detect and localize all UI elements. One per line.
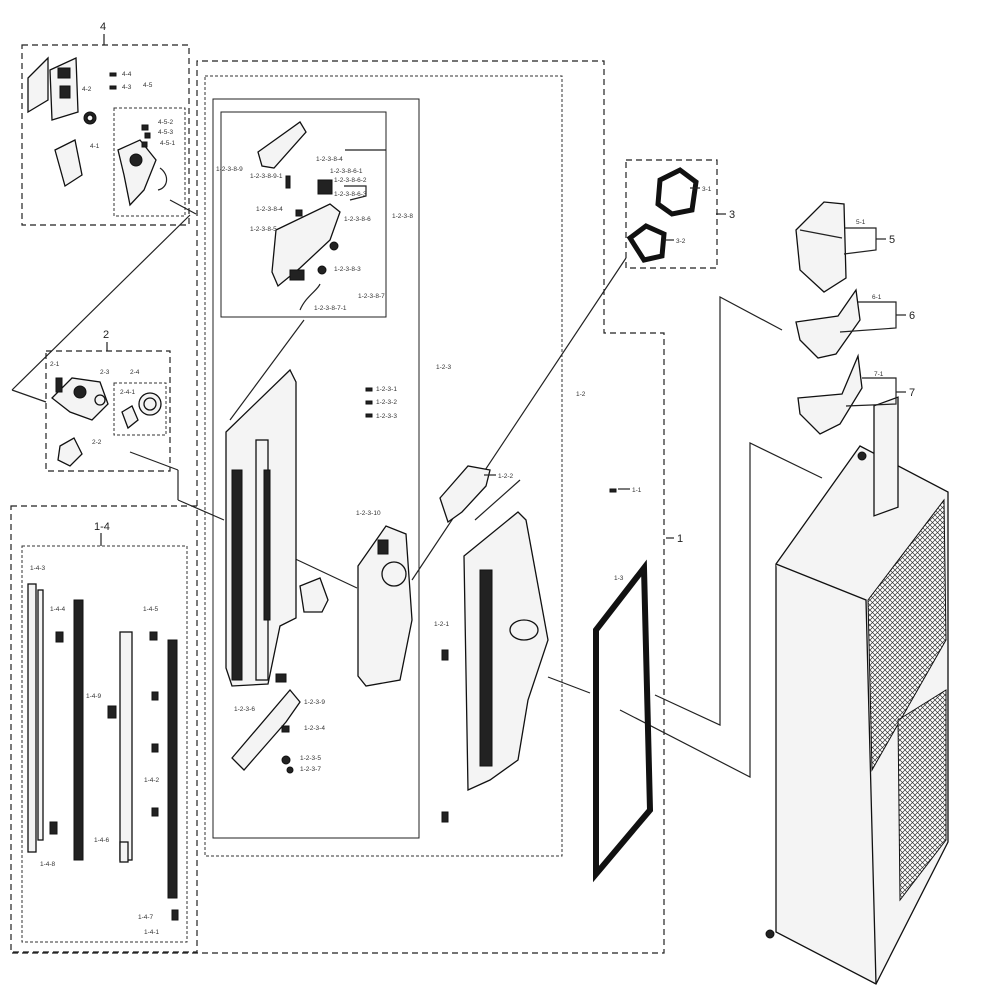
label-1-4-7: 1-4-7 xyxy=(138,914,154,921)
label-1-2-3-1: 1-2-3-1 xyxy=(376,386,397,393)
label-1-2-3-7: 1-2-3-7 xyxy=(300,766,321,773)
label-1-4-8: 1-4-8 xyxy=(40,861,56,868)
group-1-4-box xyxy=(10,505,198,953)
label-4-4: 4-4 xyxy=(122,71,132,78)
label-1-4: 1-4 xyxy=(94,521,110,533)
label-2-4: 2-4 xyxy=(130,369,140,376)
label-2-4-1: 2-4-1 xyxy=(120,389,136,396)
label-1-2-3-4: 1-2-3-4 xyxy=(304,725,325,732)
label-1-2-3-8-4b: 1-2-3-8-4 xyxy=(256,206,283,213)
label-6-1: 6-1 xyxy=(872,294,882,301)
label-4-5: 4-5 xyxy=(143,82,153,89)
label-2: 2 xyxy=(103,329,109,341)
label-1-2-3-8-6: 1-2-3-8-6 xyxy=(344,216,371,223)
label-2-3: 2-3 xyxy=(100,369,110,376)
group-1-2-3-box xyxy=(212,98,420,839)
label-1-2: 1-2 xyxy=(576,391,586,398)
label-3-2: 3-2 xyxy=(676,238,686,245)
group-1-box xyxy=(11,60,665,954)
part-1-4-assembly xyxy=(27,583,179,921)
label-1-2-3: 1-2-3 xyxy=(436,364,452,371)
group-4-box xyxy=(21,44,190,226)
part-4-assembly xyxy=(27,56,168,207)
label-1-2-3-8: 1-2-3-8 xyxy=(392,213,413,220)
label-1-4-5: 1-4-5 xyxy=(143,606,159,613)
label-1-1: 1-1 xyxy=(632,487,642,494)
label-4-5-2: 4-5-2 xyxy=(158,119,174,126)
label-1-3: 1-3 xyxy=(614,575,624,582)
label-1-2-3-10: 1-2-3-10 xyxy=(356,510,381,517)
label-5: 5 xyxy=(889,234,895,246)
label-3: 3 xyxy=(729,209,735,221)
label-1-2-3-5: 1-2-3-5 xyxy=(300,755,321,762)
label-4-1: 4-1 xyxy=(90,143,100,150)
part-1-2-2 xyxy=(439,465,491,524)
label-1-4-4: 1-4-4 xyxy=(50,606,66,613)
label-1-2-3-3: 1-2-3-3 xyxy=(376,413,397,420)
leader-lines xyxy=(100,34,906,546)
label-1-2-3-8-6-1: 1-2-3-8-6-1 xyxy=(330,168,363,175)
label-2-1: 2-1 xyxy=(50,361,60,368)
label-4: 4 xyxy=(100,21,106,33)
part-1-2-3-8-assembly xyxy=(257,121,341,311)
label-1-4-3: 1-4-3 xyxy=(30,565,46,572)
label-5-1: 5-1 xyxy=(856,219,866,226)
label-1-2-1: 1-2-1 xyxy=(434,621,450,628)
label-1-4-2: 1-4-2 xyxy=(144,777,160,784)
label-1-2-3-8-9: 1-2-3-8-9 xyxy=(216,166,243,173)
label-1-2-3-8-3: 1-2-3-8-3 xyxy=(334,266,361,273)
label-3-1: 3-1 xyxy=(702,186,712,193)
part-2-assembly xyxy=(51,377,162,467)
label-1-4-6: 1-4-6 xyxy=(94,837,110,844)
refrigerator-cabinet xyxy=(765,396,949,985)
part-1-2-3-frame xyxy=(225,368,373,774)
label-1-2-3-2: 1-2-3-2 xyxy=(376,399,397,406)
label-4-5-1: 4-5-1 xyxy=(160,140,176,147)
part-7-bin xyxy=(797,353,863,435)
part-6-bin xyxy=(795,288,861,359)
label-1-4-1: 1-4-1 xyxy=(144,929,160,936)
part-3-rings xyxy=(626,167,699,263)
label-1-2-3-8-6-2: 1-2-3-8-6-2 xyxy=(334,177,367,184)
connector-lines xyxy=(11,199,823,778)
part-labels: 4 2 1-4 1 3 5 6 7 5-1 6-1 7-1 3-1 3-2 4-… xyxy=(30,21,915,936)
label-4-2: 4-2 xyxy=(82,86,92,93)
label-1-2-3-8-7-1: 1-2-3-8-7-1 xyxy=(314,305,347,312)
label-4-5-3: 4-5-3 xyxy=(158,129,174,136)
part-1-2-door xyxy=(441,488,617,823)
label-1-2-3-8-7: 1-2-3-8-7 xyxy=(358,293,385,300)
label-1: 1 xyxy=(677,533,683,545)
label-1-2-3-9: 1-2-3-9 xyxy=(304,699,325,706)
label-6: 6 xyxy=(909,310,915,322)
label-1-2-2: 1-2-2 xyxy=(498,473,514,480)
label-1-2-3-8-4: 1-2-3-8-4 xyxy=(316,156,343,163)
label-7: 7 xyxy=(909,387,915,399)
part-5-bin xyxy=(795,201,847,293)
group-1-2-3-8-box xyxy=(220,111,387,318)
label-1-2-3-8-6-3: 1-2-3-8-6-3 xyxy=(334,191,367,198)
label-4-3: 4-3 xyxy=(122,84,132,91)
label-1-2-3-8-5: 1-2-3-8-5 xyxy=(250,226,277,233)
label-1-2-3-6: 1-2-3-6 xyxy=(234,706,255,713)
group-2-box xyxy=(45,350,171,472)
label-7-1: 7-1 xyxy=(874,371,884,378)
part-1-2-3-10 xyxy=(357,525,413,687)
part-1-3-gasket xyxy=(593,559,654,883)
label-2-2: 2-2 xyxy=(92,439,102,446)
group-1-2-box xyxy=(204,75,563,857)
label-1-4-9: 1-4-9 xyxy=(86,693,102,700)
label-1-2-3-8-9-1: 1-2-3-8-9-1 xyxy=(250,173,283,180)
